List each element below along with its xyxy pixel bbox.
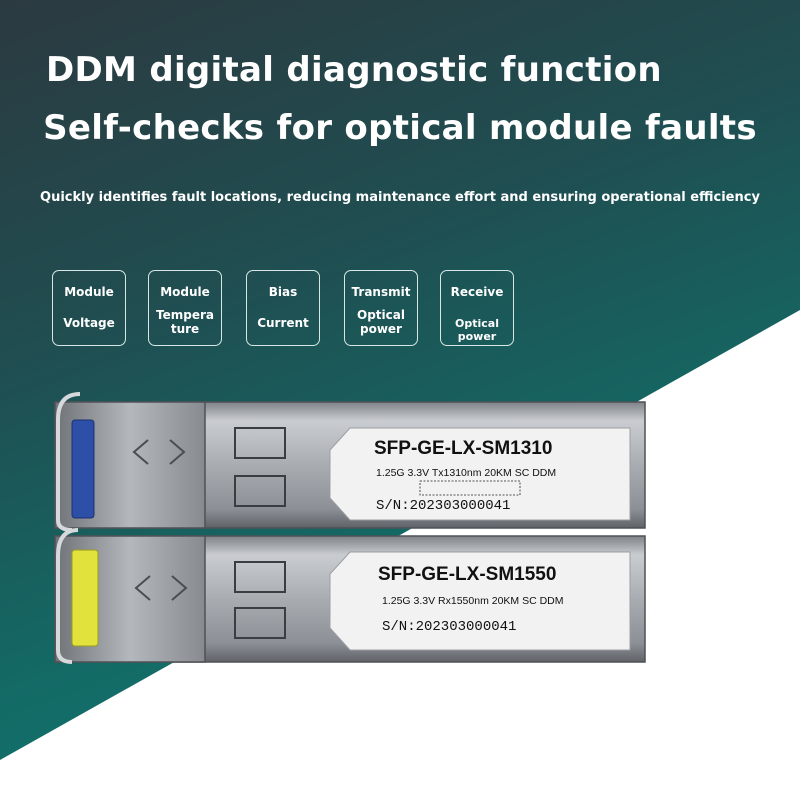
card-label-2: Optical power (455, 317, 499, 343)
feature-card-bias-current: Bias Current (246, 270, 320, 346)
sfp-module-bottom: SFP-GE-LX-SM1550 1.25G 3.3V Rx1550nm 20K… (54, 528, 646, 664)
feature-card-receive-optical-power: Receive Optical power (440, 270, 514, 346)
module-model-text: SFP-GE-LX-SM1550 (378, 564, 556, 585)
sfp-module-top: SFP-GE-LX-SM1310 1.25G 3.3V Tx1310nm 20K… (54, 392, 646, 532)
card-label-2b: ture (170, 322, 200, 336)
module-spec-text: 1.25G 3.3V Tx1310nm 20KM SC DDM (376, 467, 556, 479)
headline-line-2: Self-checks for optical module faults (43, 108, 757, 148)
latch-blue (71, 419, 95, 519)
card-label-2a: Optical (357, 308, 405, 322)
card-label-2: Current (257, 316, 309, 330)
card-label-2a: Tempera (156, 308, 214, 322)
module-model-text: SFP-GE-LX-SM1310 (374, 438, 552, 459)
feature-card-module-temperature: Module Tempera ture (148, 270, 222, 346)
card-label-1: Transmit (351, 285, 411, 299)
card-label-1: Receive (450, 285, 504, 299)
card-label-2b: power (360, 322, 402, 336)
card-label-2: Voltage (63, 316, 115, 330)
module-serial-text: S/N:202303000041 (382, 619, 516, 635)
module-spec-text: 1.25G 3.3V Rx1550nm 20KM SC DDM (382, 595, 564, 607)
module-serial-text: S/N:202303000041 (376, 498, 510, 514)
latch-yellow (71, 549, 99, 647)
feature-card-module-voltage: Module Voltage (52, 270, 126, 346)
card-label-1: Module (160, 285, 210, 299)
feature-card-transmit-optical-power: Transmit Optical power (344, 270, 418, 346)
sfp-modules-photo: SFP-GE-LX-SM1310 1.25G 3.3V Tx1310nm 20K… (54, 392, 646, 664)
card-label-1: Module (64, 285, 114, 299)
headline-line-1: DDM digital diagnostic function (46, 50, 662, 90)
card-label-1: Bias (268, 285, 298, 299)
subtitle: Quickly identifies fault locations, redu… (40, 190, 760, 205)
barcode (419, 480, 521, 496)
